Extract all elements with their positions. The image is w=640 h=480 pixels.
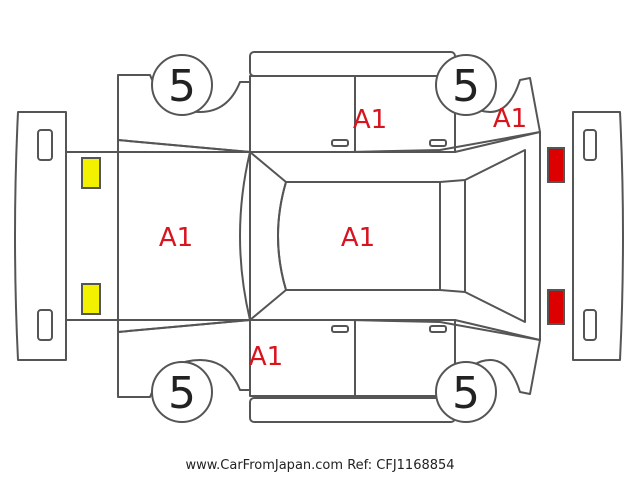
door-handle-upper-front — [331, 139, 349, 147]
damage-mark-hood: A1 — [159, 223, 193, 253]
tire-rear-right: 5 — [435, 361, 497, 423]
rear-bumper-vent-bottom — [583, 309, 597, 341]
watermark-ref: Ref: CFJ1168854 — [347, 458, 455, 473]
front-bumper-vent-bottom — [37, 309, 53, 341]
door-handle-lower-front — [331, 325, 349, 333]
rear-window — [439, 179, 466, 293]
damage-mark-upper-door: A1 — [353, 105, 387, 135]
roof-bottom — [249, 397, 456, 423]
rear-bumper — [572, 111, 624, 361]
hood-panel — [117, 151, 251, 321]
headlight-bottom — [81, 283, 101, 315]
tire-rating-rear-right: 5 — [452, 368, 480, 419]
tailgate-panel — [464, 149, 526, 323]
tire-rating-front-left: 5 — [168, 61, 196, 112]
tire-rating-rear-left: 5 — [452, 61, 480, 112]
watermark-footer: www.CarFromJapan.com Ref: CFJ1168854 — [0, 458, 640, 473]
door-handle-upper-rear — [429, 139, 447, 147]
watermark-site: www.CarFromJapan.com — [185, 458, 344, 473]
damage-mark-roof: A1 — [341, 223, 375, 253]
headlight-top — [81, 157, 101, 189]
roof-top — [249, 51, 456, 77]
front-bumper-vent-top — [37, 129, 53, 161]
tire-rating-front-right: 5 — [168, 368, 196, 419]
tire-rear-left: 5 — [435, 54, 497, 116]
rear-bumper-vent-top — [583, 129, 597, 161]
taillight-bottom — [547, 289, 565, 325]
roof-panel — [277, 181, 441, 291]
tire-front-left: 5 — [151, 54, 213, 116]
front-bumper — [14, 111, 67, 361]
body-outline — [65, 131, 541, 341]
door-handle-lower-rear — [429, 325, 447, 333]
windshield — [239, 151, 287, 321]
damage-mark-lower-door: A1 — [249, 342, 283, 372]
tire-front-right: 5 — [151, 361, 213, 423]
damage-mark-rear-fender: A1 — [493, 104, 527, 134]
taillight-top — [547, 147, 565, 183]
